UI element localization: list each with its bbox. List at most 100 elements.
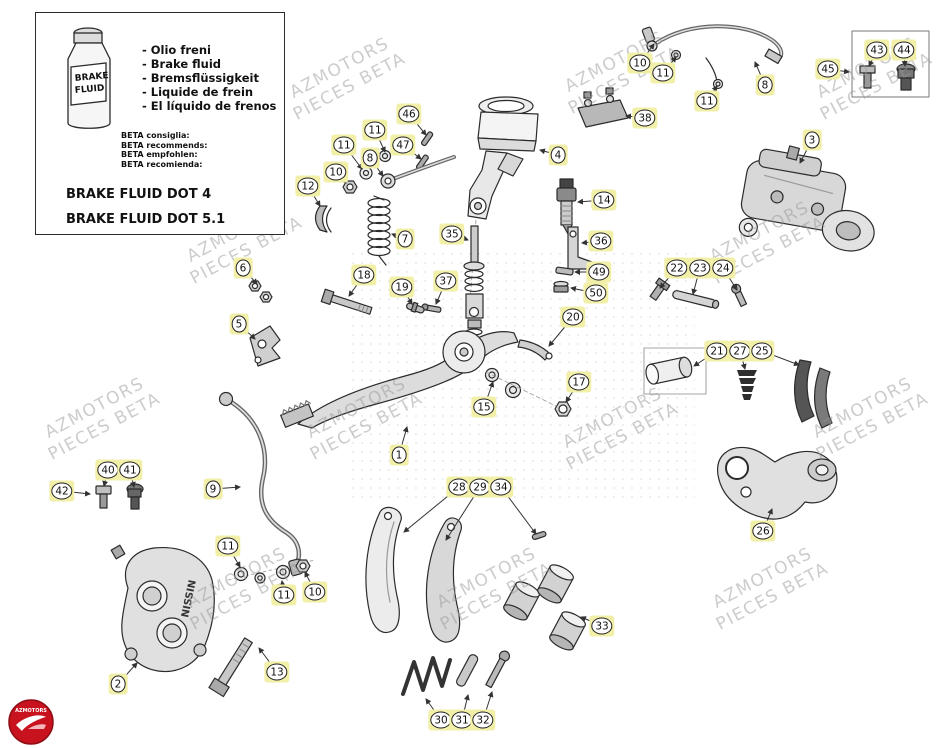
callout-34: 34 [488, 476, 514, 498]
callout-23: 23 [687, 257, 713, 279]
callout-21: 21 [704, 340, 730, 362]
callout-number: 11 [217, 537, 239, 555]
callout-8: 8 [360, 147, 380, 169]
callout-49: 49 [586, 261, 612, 283]
callout-10: 10 [627, 52, 653, 74]
callout-6: 6 [233, 257, 253, 279]
callout-number: 19 [391, 278, 413, 296]
fluid-name-line: - Olio freni [142, 43, 211, 57]
callout-number: 3 [804, 131, 820, 149]
callout-38: 38 [632, 107, 658, 129]
callout-number: 17 [568, 373, 590, 391]
callout-14: 14 [591, 189, 617, 211]
callout-number: 4 [550, 146, 566, 164]
callout-12: 12 [295, 175, 321, 197]
callout-5: 5 [229, 313, 249, 335]
fluid-name-list: - Olio freni- Brake fluid- Bremsflüssigk… [142, 43, 276, 113]
callout-number: 32 [472, 711, 494, 729]
callout-33: 33 [589, 615, 615, 637]
callout-number: 23 [689, 259, 711, 277]
beta-recommendation-line: BETA recomienda: [121, 159, 203, 169]
callout-46: 46 [396, 103, 422, 125]
callout-1: 1 [389, 444, 409, 466]
beta-recommendation-line: BETA consiglia: [121, 131, 190, 140]
callout-number: 10 [629, 54, 651, 72]
callout-number: 45 [817, 60, 839, 78]
beta-recommendation-list: BETA consiglia:BETA recommends:BETA empf… [121, 131, 207, 169]
callout-19: 19 [389, 276, 415, 298]
callout-2: 2 [108, 673, 128, 695]
callout-number: 13 [266, 663, 288, 681]
callout-11: 11 [650, 62, 676, 84]
callout-number: 24 [712, 259, 734, 277]
callout-11: 11 [215, 535, 241, 557]
callout-number: 7 [397, 230, 413, 248]
callout-number: 11 [333, 136, 355, 154]
callout-number: 27 [729, 342, 751, 360]
callout-number: 34 [490, 478, 512, 496]
callout-13: 13 [264, 661, 290, 683]
bottle-label-line2: FLUID [74, 83, 104, 96]
callout-number: 42 [51, 482, 73, 500]
callout-number: 22 [666, 259, 688, 277]
callout-36: 36 [588, 230, 614, 252]
dot51-label: BRAKE FLUID DOT 5.1 [66, 212, 226, 227]
callout-number: 11 [364, 121, 386, 139]
callout-35: 35 [439, 223, 465, 245]
callout-number: 10 [304, 583, 326, 601]
callout-11: 11 [694, 90, 720, 112]
callout-41: 41 [117, 459, 143, 481]
callout-4: 4 [548, 144, 568, 166]
callout-number: 25 [751, 342, 773, 360]
callout-18: 18 [351, 264, 377, 286]
callout-number: 49 [588, 263, 610, 281]
callout-number: 36 [590, 232, 612, 250]
beta-recommendation-line: BETA recommends: [121, 140, 208, 150]
callout-50: 50 [583, 282, 609, 304]
callout-number: 20 [562, 308, 584, 326]
callout-17: 17 [566, 371, 592, 393]
callout-25: 25 [749, 340, 775, 362]
fluid-name-line: - Bremsflüssigkeit [142, 71, 259, 85]
callout-44: 44 [891, 39, 917, 61]
callout-number: 2 [110, 675, 126, 693]
callout-number: 11 [273, 586, 295, 604]
callout-22: 22 [664, 257, 690, 279]
fluid-name-line: - El líquido de frenos [142, 99, 277, 113]
callout-42: 42 [49, 480, 75, 502]
callout-10: 10 [323, 161, 349, 183]
callout-number: 11 [652, 64, 674, 82]
callout-number: 14 [593, 191, 615, 209]
callout-number: 8 [362, 149, 378, 167]
callout-number: 12 [297, 177, 319, 195]
callout-11: 11 [331, 134, 357, 156]
callout-11: 11 [271, 584, 297, 606]
callout-20: 20 [560, 306, 586, 328]
callout-45: 45 [815, 58, 841, 80]
callout-number: 41 [119, 461, 141, 479]
callout-43: 43 [864, 39, 890, 61]
callout-number: 5 [231, 315, 247, 333]
callout-number: 43 [866, 41, 888, 59]
beta-recommendation-line: BETA empfohlen: [121, 150, 198, 159]
callout-11: 11 [362, 119, 388, 141]
callout-26: 26 [750, 520, 776, 542]
fluid-name-line: - Liquide de frein [142, 85, 254, 99]
logo-text: AZMOTORS [15, 708, 47, 714]
bottle-label-line1: BRAKE [74, 71, 109, 84]
callout-47: 47 [390, 134, 416, 156]
azmotors-logo: AZMOTORS [8, 699, 54, 745]
callout-number: 9 [205, 480, 221, 498]
callout-number: 1 [391, 446, 407, 464]
callout-15: 15 [471, 396, 497, 418]
brake-fluid-bottle: BRAKE FLUID [67, 27, 111, 129]
brake-fluid-info-box: BRAKE FLUID - Olio freni- Brake fluid- B… [35, 12, 285, 235]
callout-24: 24 [710, 257, 736, 279]
callout-number: 6 [235, 259, 251, 277]
callout-number: 40 [97, 461, 119, 479]
callout-number: 47 [392, 136, 414, 154]
callout-number: 21 [706, 342, 728, 360]
callout-37: 37 [433, 270, 459, 292]
callout-number: 46 [398, 105, 420, 123]
